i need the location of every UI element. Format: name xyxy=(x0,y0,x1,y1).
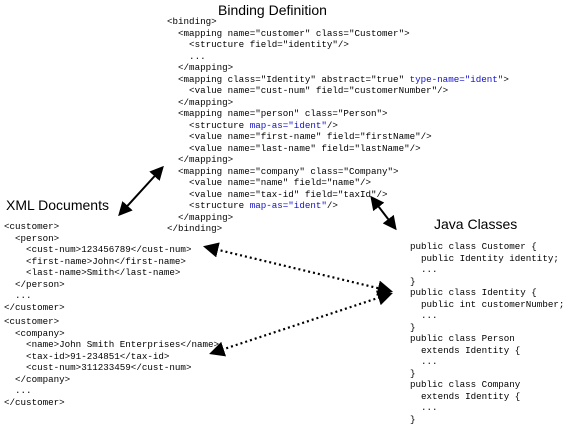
connector-arrows xyxy=(0,0,564,402)
binding-to-java-arrow xyxy=(372,198,395,228)
person-to-java-dotted-arrow xyxy=(206,247,390,291)
binding-diagram: Binding Definition XML Documents Java Cl… xyxy=(0,0,564,402)
xml-to-binding-arrow xyxy=(120,168,162,214)
java-line: ... xyxy=(410,402,564,414)
company-to-java-dotted-arrow xyxy=(212,294,390,353)
java-line: } xyxy=(410,414,564,425)
